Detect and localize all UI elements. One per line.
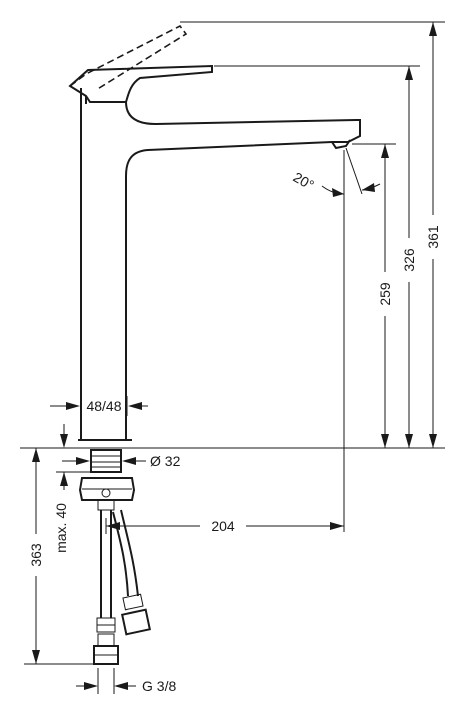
aerator xyxy=(331,139,351,150)
faucet-body xyxy=(68,24,361,441)
hose-2-fitting xyxy=(120,593,152,636)
threaded-shank xyxy=(90,449,122,473)
dim-326-label: 326 xyxy=(401,248,417,272)
dim-diameter-label: Ø 32 xyxy=(150,453,181,469)
dimension-angle: 20° xyxy=(291,147,381,532)
spout-top-edge xyxy=(125,101,357,126)
dim-angle-label: 20° xyxy=(291,169,317,193)
faucet-lever-open-outline xyxy=(69,24,188,91)
dimension-counter-thickness: max. 40 xyxy=(53,424,100,553)
dim-204-label: 204 xyxy=(211,518,235,534)
faucet-lever xyxy=(68,64,213,103)
dimension-thread: G 3/8 xyxy=(76,668,176,694)
dim-363-label: 363 xyxy=(28,543,44,567)
dim-48-label: 48/48 xyxy=(86,398,121,414)
dim-259-label: 259 xyxy=(377,282,393,306)
dimension-326: 326 xyxy=(214,65,420,448)
dimension-hole-diameter: Ø 32 xyxy=(62,453,181,469)
dimension-363: 363 xyxy=(24,448,94,665)
supply-hose-2 xyxy=(112,511,129,597)
outlet-angled-line xyxy=(345,147,363,195)
spout-tip xyxy=(332,119,361,143)
dimension-204: 204 xyxy=(105,517,344,535)
dimension-361: 361 xyxy=(180,21,445,448)
dimension-259: 259 xyxy=(352,143,396,448)
hose-1-fitting xyxy=(93,617,119,665)
dim-361-label: 361 xyxy=(425,225,441,249)
dim-thread-label: G 3/8 xyxy=(142,678,176,694)
below-counter-parts xyxy=(20,447,445,665)
spout-bottom-edge xyxy=(125,141,333,440)
dim-max40-label: max. 40 xyxy=(53,503,69,553)
mounting-nut xyxy=(78,477,136,501)
dimension-base-width: 48/48 xyxy=(50,396,148,416)
